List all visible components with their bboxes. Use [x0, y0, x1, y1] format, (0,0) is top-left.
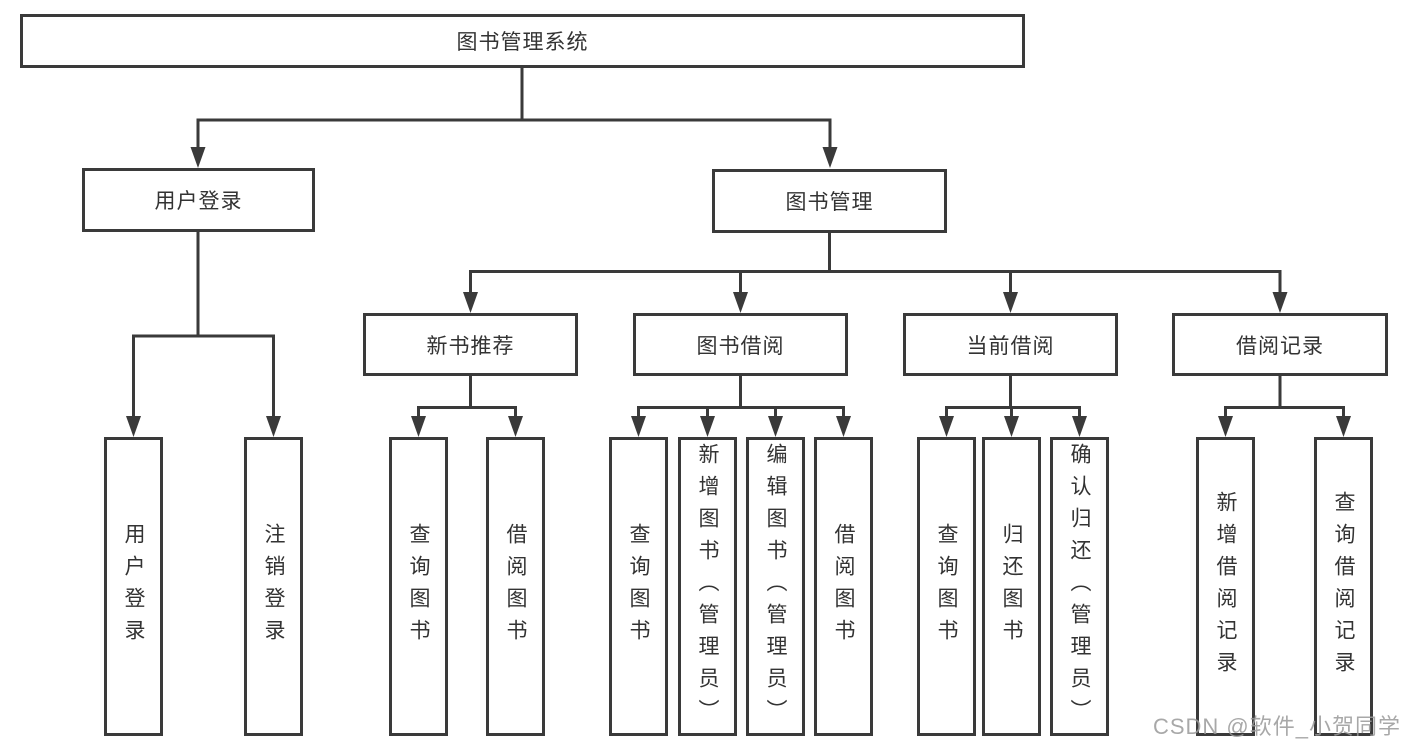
node-leaf-add-book-admin: 新增图书（管理员） — [678, 437, 737, 736]
node-leaf-query-borrow-record-label: 查询借阅记录 — [1332, 490, 1355, 683]
connector-borrow-record-children — [1218, 376, 1351, 437]
arrowhead — [266, 416, 281, 437]
arrowhead — [822, 147, 838, 168]
arrowhead — [190, 147, 206, 168]
node-book-management-label: 图书管理 — [785, 191, 874, 214]
node-leaf-borrow-books: 借阅图书 — [814, 437, 873, 736]
arrowhead — [1218, 416, 1233, 437]
node-leaf-add-borrow-record: 新增借阅记录 — [1196, 437, 1255, 736]
arrowhead — [733, 292, 748, 313]
node-leaf-edit-book-admin: 编辑图书（管理员） — [746, 437, 805, 736]
node-leaf-borrow-books-label: 借阅图书 — [832, 522, 855, 651]
node-leaf-query-books-current-label: 查询图书 — [935, 522, 958, 651]
node-borrow-record: 借阅记录 — [1172, 313, 1388, 376]
node-leaf-query-books-recommend: 查询图书 — [389, 437, 448, 736]
connector-root-to-level2 — [190, 68, 838, 168]
csdn-watermark: CSDN @软件_小贺同学 — [1152, 714, 1401, 739]
node-book-borrow-label: 图书借阅 — [696, 334, 785, 358]
arrowhead — [126, 416, 141, 437]
node-leaf-logout: 注销登录 — [244, 437, 303, 736]
node-user-login: 用户登录 — [82, 168, 315, 232]
arrowhead — [1003, 292, 1018, 313]
arrowhead — [1336, 416, 1351, 437]
node-leaf-query-books-current: 查询图书 — [917, 437, 976, 736]
arrowhead — [508, 416, 523, 437]
node-leaf-return-books-label: 归还图书 — [1000, 522, 1023, 651]
node-new-book-recommend: 新书推荐 — [363, 313, 578, 376]
node-leaf-query-books-borrow: 查询图书 — [609, 437, 668, 736]
arrowhead — [1272, 292, 1288, 313]
node-leaf-add-book-admin-label: 新增图书（管理员） — [696, 442, 719, 731]
arrowhead — [939, 416, 954, 437]
node-root: 图书管理系统 — [20, 14, 1025, 68]
node-leaf-query-borrow-record: 查询借阅记录 — [1314, 437, 1373, 736]
arrowhead — [1004, 416, 1019, 437]
node-book-borrow: 图书借阅 — [633, 313, 848, 376]
node-leaf-return-books: 归还图书 — [982, 437, 1041, 736]
node-leaf-confirm-return-admin-label: 确认归还（管理员） — [1068, 442, 1091, 731]
node-user-login-label: 用户登录 — [154, 190, 243, 213]
connector-new-book-children — [411, 376, 523, 437]
node-leaf-borrow-books-recommend-label: 借阅图书 — [504, 522, 527, 651]
arrowhead — [1072, 416, 1087, 437]
node-new-book-recommend-label: 新书推荐 — [426, 334, 515, 358]
node-leaf-user-login-label: 用户登录 — [122, 522, 145, 651]
node-leaf-add-borrow-record-label: 新增借阅记录 — [1214, 490, 1237, 683]
node-root-label: 图书管理系统 — [456, 31, 589, 54]
node-current-borrow-label: 当前借阅 — [966, 334, 1055, 358]
connector-current-borrow-children — [939, 376, 1087, 437]
arrowhead — [463, 292, 478, 313]
node-leaf-user-login: 用户登录 — [104, 437, 163, 736]
node-leaf-logout-label: 注销登录 — [262, 522, 285, 651]
node-borrow-record-label: 借阅记录 — [1236, 334, 1324, 358]
node-leaf-query-books-borrow-label: 查询图书 — [627, 522, 650, 651]
arrowhead — [631, 416, 646, 437]
arrowhead — [700, 416, 715, 437]
node-current-borrow: 当前借阅 — [903, 313, 1118, 376]
connector-book-borrow-children — [631, 376, 851, 437]
node-leaf-confirm-return-admin: 确认归还（管理员） — [1050, 437, 1109, 736]
connector-book-management-to-level3 — [463, 233, 1288, 313]
connector-user-login-children — [126, 232, 281, 437]
node-leaf-edit-book-admin-label: 编辑图书（管理员） — [764, 442, 787, 731]
arrowhead — [836, 416, 851, 437]
node-leaf-query-books-recommend-label: 查询图书 — [407, 522, 430, 651]
arrowhead — [768, 416, 783, 437]
arrowhead — [411, 416, 426, 437]
node-leaf-borrow-books-recommend: 借阅图书 — [486, 437, 545, 736]
node-book-management: 图书管理 — [712, 169, 947, 233]
